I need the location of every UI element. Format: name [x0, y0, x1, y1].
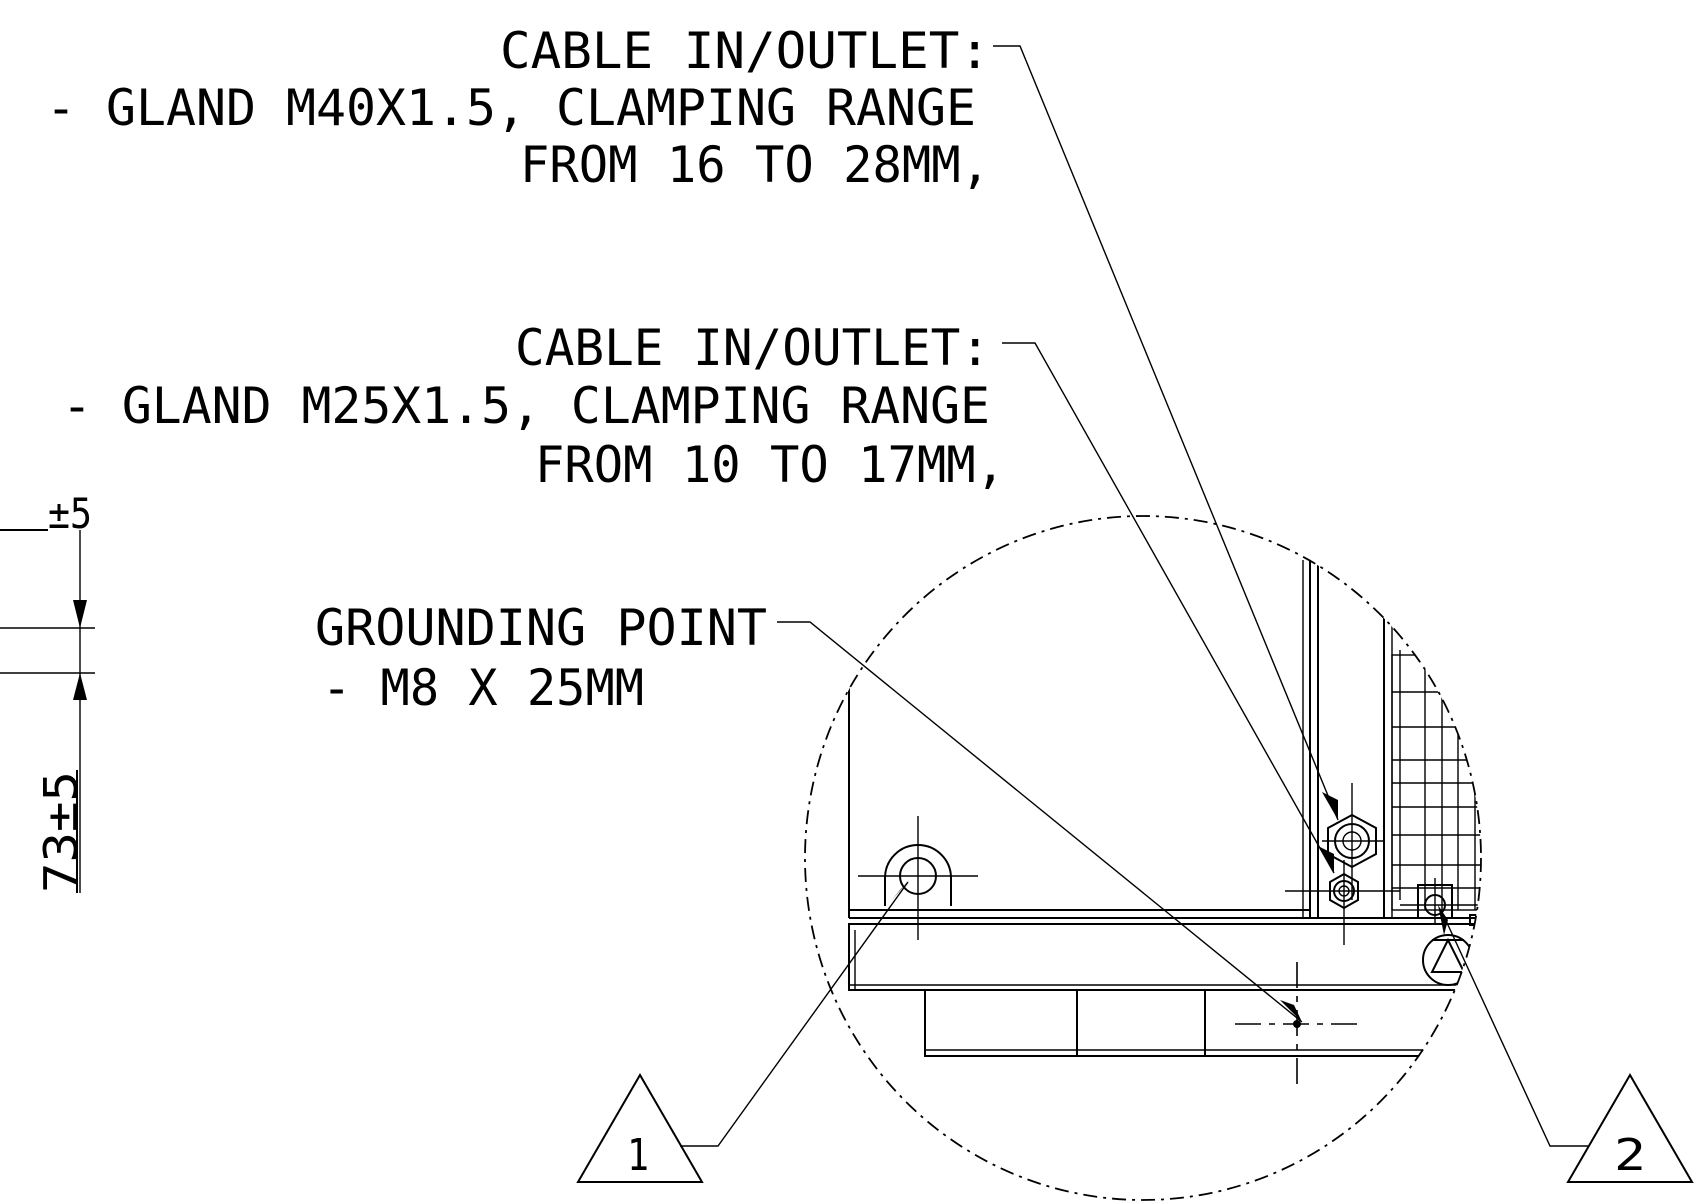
grounding-point-mark: [1293, 1020, 1301, 1028]
callout-title: CABLE IN/OUTLET:: [515, 319, 990, 377]
gland-m40: [1322, 783, 1384, 900]
detail-view: [804, 515, 1482, 1201]
leader-cable-outlet-small: [1002, 342, 1335, 874]
dimension-vertical: ±5 73±5: [0, 489, 95, 893]
callout-grounding-point: GROUNDING POINT - M8 X 25MM: [315, 599, 767, 717]
callout-line: FROM 10 TO 17MM,: [535, 436, 1005, 494]
skid-block-middle: [1076, 989, 1206, 1057]
callout-title: GROUNDING POINT: [315, 599, 767, 657]
callout-line: - M8 X 25MM: [322, 659, 644, 717]
gland-m25: [1285, 860, 1400, 945]
plinth: [848, 923, 1481, 991]
leader-marker-1: [680, 881, 909, 1147]
callout-line: FROM 16 TO 28MM,: [520, 136, 990, 194]
marker-1-label: 1: [627, 1130, 649, 1181]
callout-cable-outlet-small: CABLE IN/OUTLET: - GLAND M25X1.5, CLAMPI…: [62, 319, 1005, 494]
marker-1: 1: [576, 1073, 704, 1183]
callout-cable-outlet-large: CABLE IN/OUTLET: - GLAND M40X1.5, CLAMPI…: [46, 22, 990, 194]
marker-2-label: 2: [1614, 1130, 1646, 1181]
callout-title: CABLE IN/OUTLET:: [500, 22, 990, 80]
dimension-73-label: 73±5: [34, 771, 88, 893]
earth-symbol: [1422, 934, 1474, 986]
leader-marker-2: [1441, 911, 1588, 1147]
callout-line: - GLAND M40X1.5, CLAMPING RANGE: [46, 79, 976, 137]
triangle-marker-1: [576, 1073, 704, 1183]
ventilation-grille: [1391, 654, 1481, 911]
triangle-marker-2: [1566, 1073, 1694, 1183]
marker-2: 2: [1566, 1073, 1694, 1183]
dimension-partial-label: ±5: [48, 489, 92, 538]
dim-arrow-down: [73, 600, 87, 628]
leader-cable-outlet-large: [993, 45, 1339, 821]
skid-block-left: [924, 989, 1078, 1057]
callout-line: - GLAND M25X1.5, CLAMPING RANGE: [62, 377, 990, 435]
dim-arrow-up: [73, 673, 87, 700]
leader-lines: [680, 45, 1588, 1147]
detail-circle: [804, 515, 1482, 1201]
skid-block-right: [1204, 989, 1481, 1057]
leader-grounding-point: [777, 621, 1303, 1023]
